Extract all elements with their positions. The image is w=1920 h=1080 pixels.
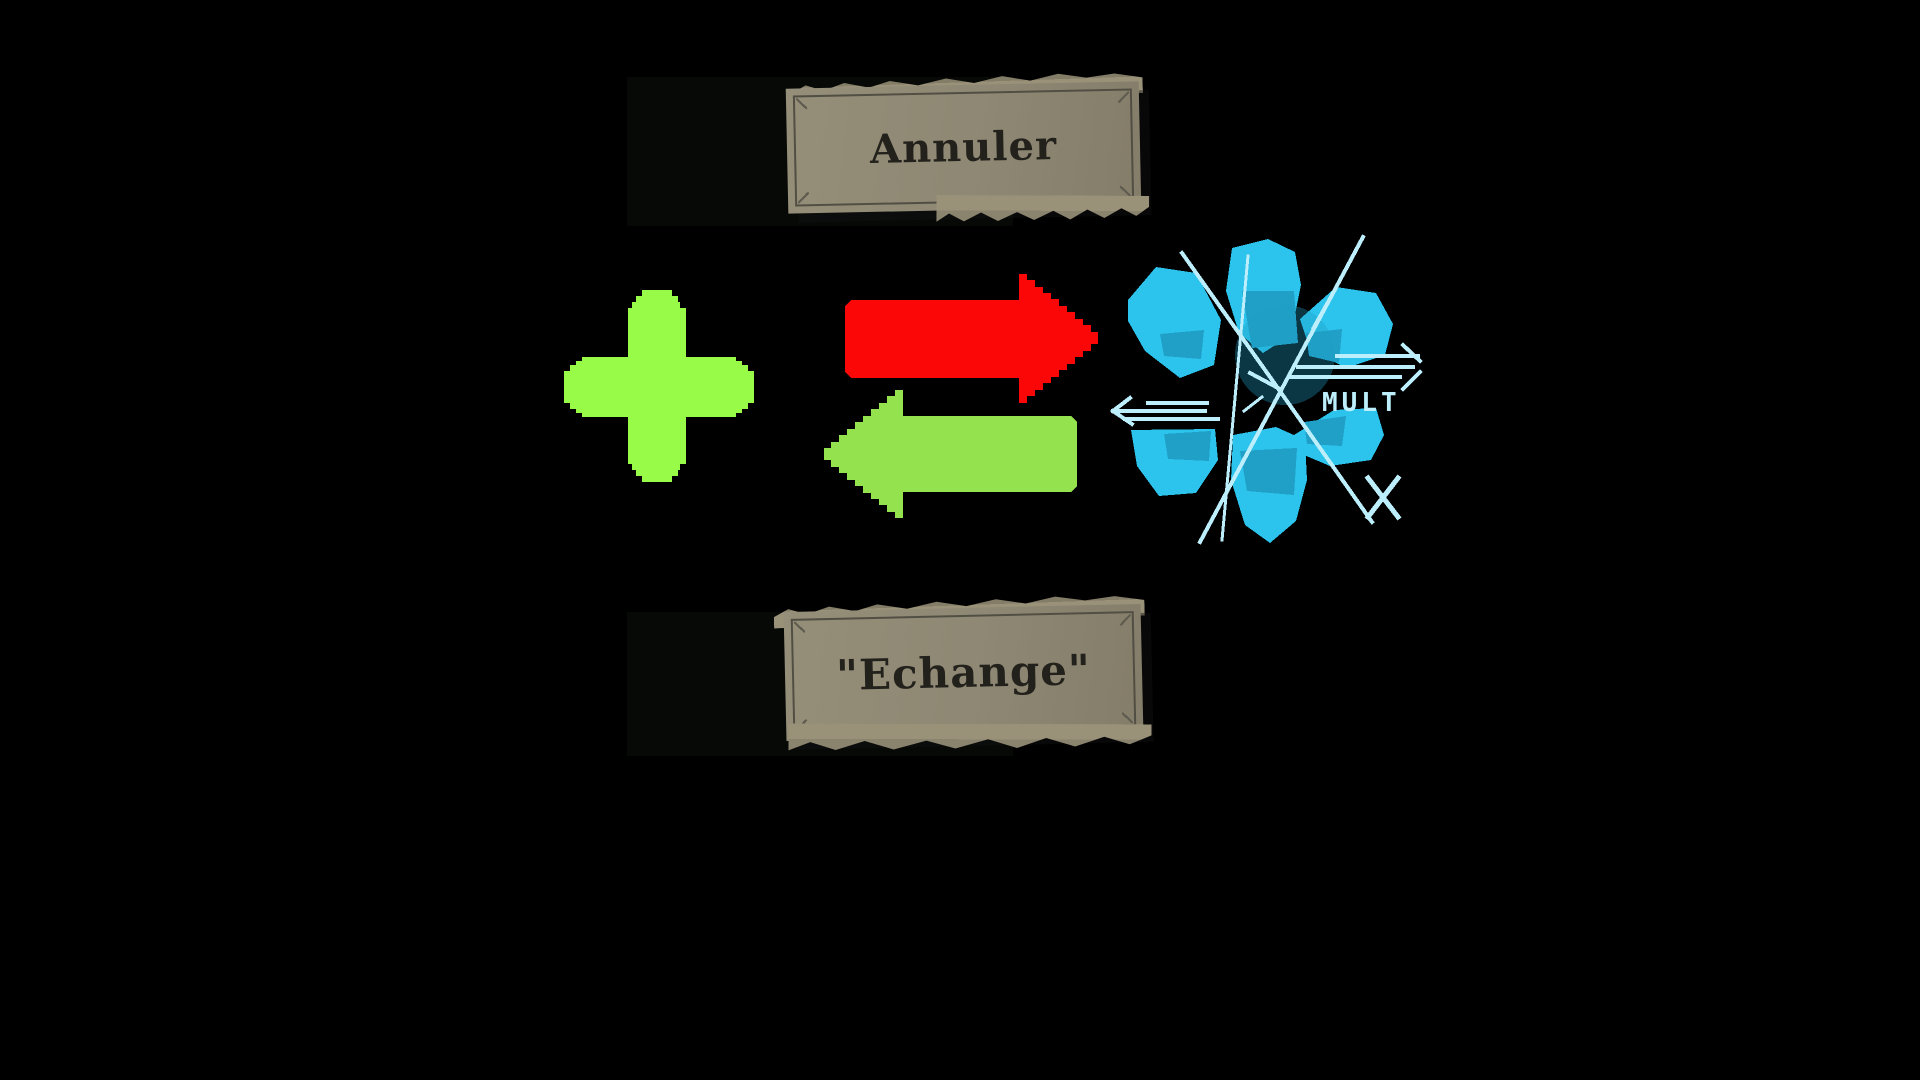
mult-label: MULT	[1322, 388, 1401, 418]
meaning-banner[interactable]: "Echange"	[784, 604, 1144, 741]
center-scribble	[1247, 370, 1281, 391]
center-scribble	[1241, 394, 1265, 414]
arrow-right-icon	[845, 274, 1098, 403]
mult-arrow-icon	[1288, 342, 1423, 392]
vertical-stroke	[1220, 254, 1250, 542]
pinwheel-icon: MULT	[1110, 234, 1423, 545]
left-arrow-sketch-icon	[1110, 395, 1220, 427]
plus-icon	[564, 290, 754, 482]
diagonal-stroke	[1267, 374, 1375, 525]
arrow-left-icon	[824, 390, 1077, 518]
diagonal-stroke	[1310, 250, 1358, 331]
cancel-button-label: Annuler	[869, 122, 1058, 173]
plus-icon-shape	[564, 290, 754, 482]
meaning-banner-plate[interactable]: "Echange"	[783, 603, 1144, 742]
cancel-button[interactable]: Annuler	[785, 81, 1142, 214]
arrow-right-shape	[845, 274, 1098, 403]
pinwheel-sketch-lines	[1110, 234, 1423, 545]
diagonal-stroke	[1179, 250, 1273, 380]
cancel-button-plate[interactable]: Annuler	[785, 81, 1142, 214]
meaning-banner-label: "Echange"	[835, 645, 1092, 700]
arrow-left-shape	[824, 390, 1077, 518]
x-mark-icon	[1364, 474, 1402, 521]
